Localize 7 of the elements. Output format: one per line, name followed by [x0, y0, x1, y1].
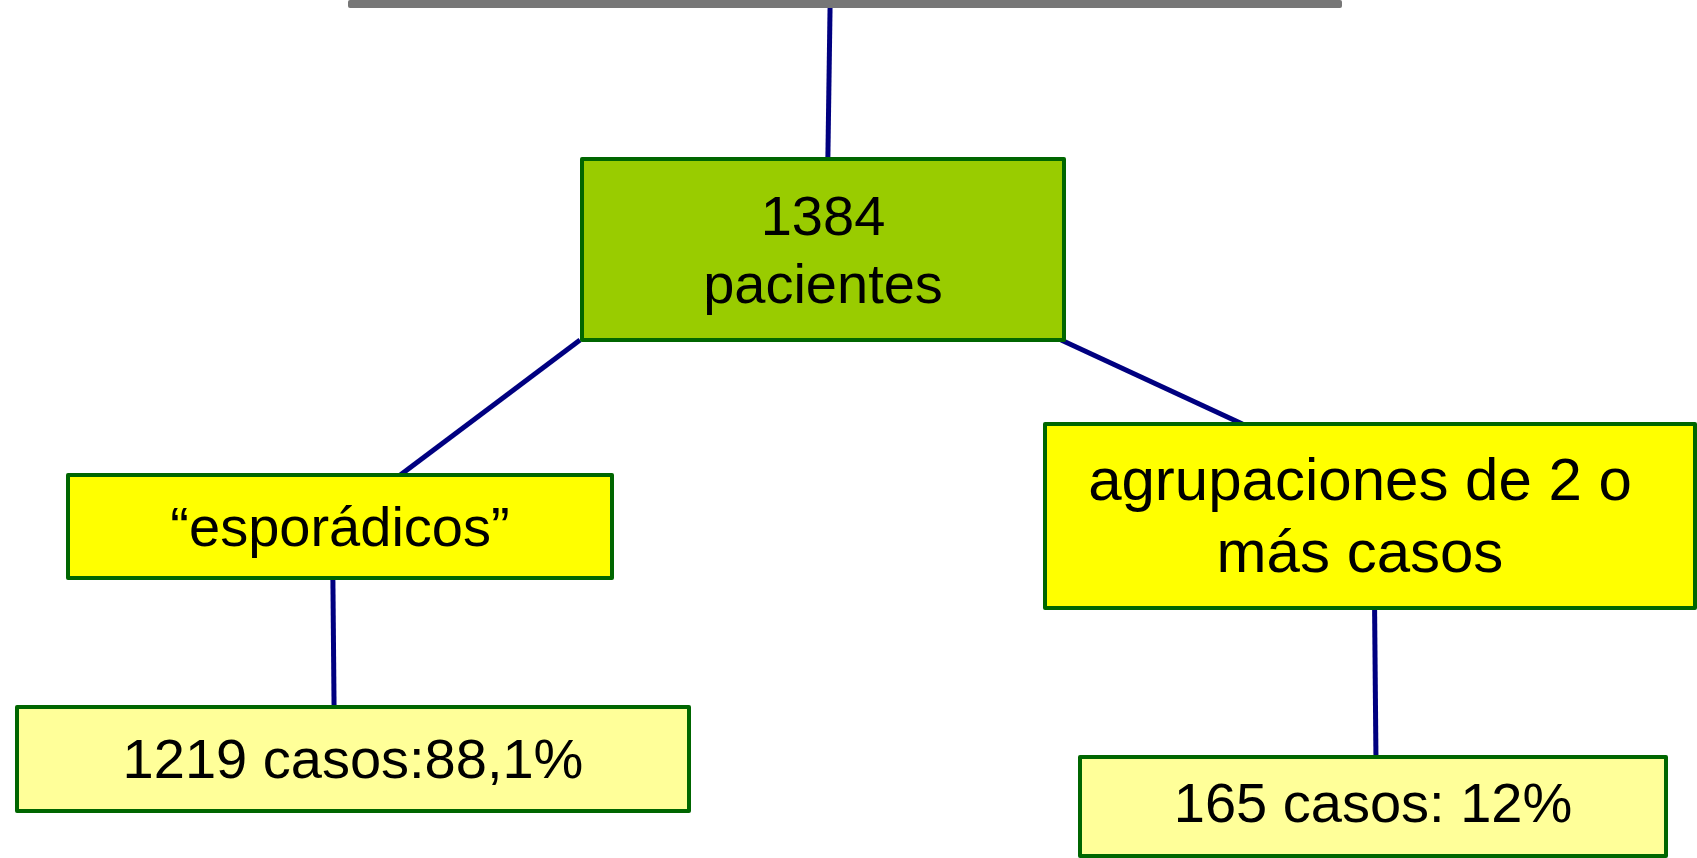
connector-line [330, 578, 337, 708]
process-box: agrupaciones de 2 o más casos [1043, 422, 1697, 610]
empty-box [348, 0, 1342, 8]
process-box: “esporádicos” [66, 473, 614, 580]
process-box: 165 casos: 12% [1078, 755, 1668, 858]
process-box: 1219 casos:88,1% [15, 705, 691, 813]
process-box: 1384 pacientes [580, 157, 1066, 342]
